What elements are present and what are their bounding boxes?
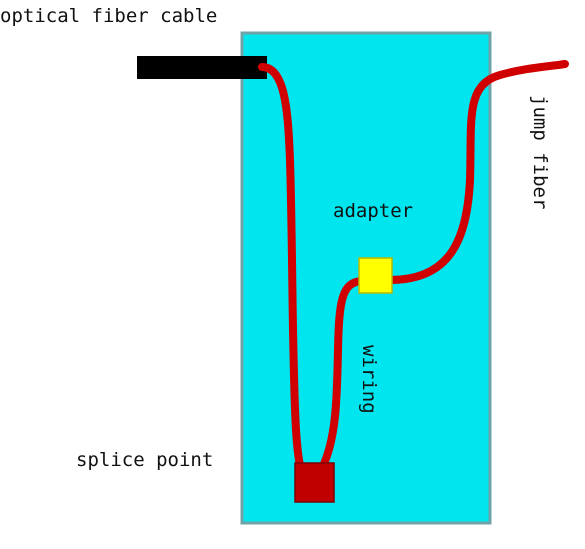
optical-fiber-cable-label: optical fiber cable — [0, 5, 218, 27]
wiring-label: wiring — [358, 345, 380, 414]
jump-fiber-line — [386, 60, 569, 284]
splice-point-label: splice point — [76, 449, 214, 471]
jump-fiber-label: jump fiber — [529, 95, 551, 210]
optical-fiber-cable-sheath — [137, 56, 267, 79]
splice-point — [294, 462, 335, 503]
incoming-fiber — [258, 63, 309, 479]
adapter — [358, 257, 393, 294]
wiring-fiber — [318, 277, 366, 472]
adapter-label: adapter — [333, 200, 414, 222]
